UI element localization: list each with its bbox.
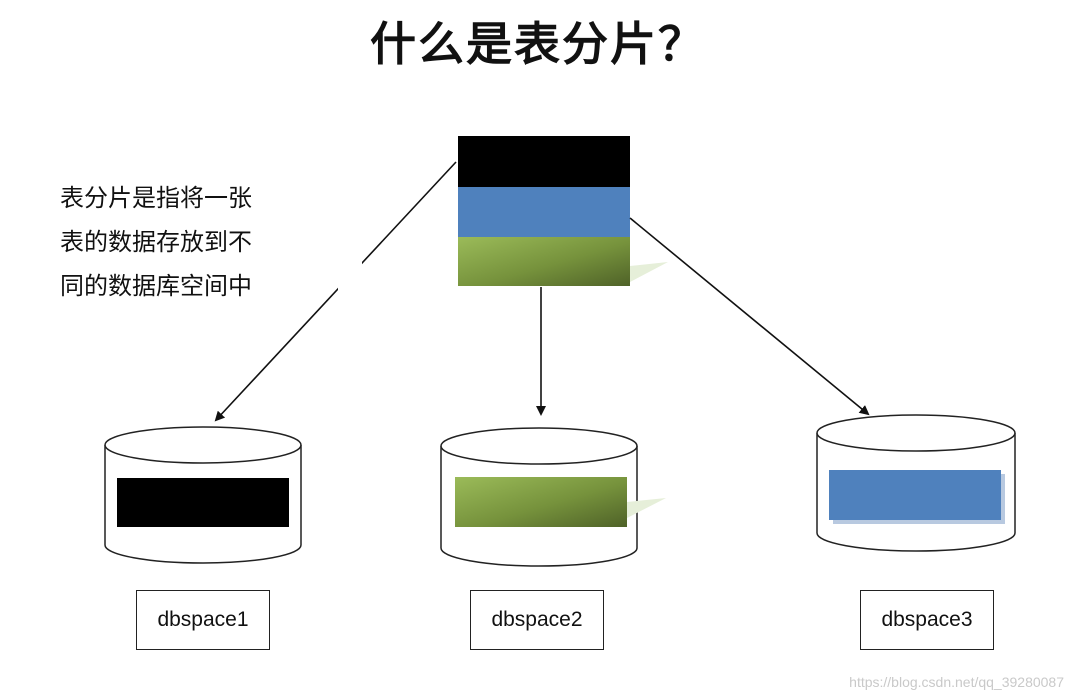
table-fragment-blue <box>458 187 630 237</box>
dbspace2-fragment-green <box>455 477 627 527</box>
table-fragment-green <box>458 237 630 286</box>
description-line-2: 表的数据存放到不 <box>60 228 252 256</box>
arrow-gap <box>338 258 362 298</box>
table-fragment-black <box>458 136 630 187</box>
dbspace2-cylinder <box>440 427 666 567</box>
arrow-to-dbspace3 <box>629 217 870 416</box>
dbspace3-fragment-blue <box>829 470 1001 520</box>
dbspace3-cylinder <box>816 414 1016 552</box>
page-title: 什么是表分片？ <box>370 17 706 71</box>
dbspace2-label: dbspace2 <box>470 590 604 650</box>
dbspace1-fragment-black <box>117 478 289 527</box>
description-line-1: 表分片是指将一张 <box>60 184 252 212</box>
table-fragment-shadow <box>630 262 668 282</box>
dbspace3-label: dbspace3 <box>860 590 994 650</box>
dbspace1-cylinder <box>104 426 302 564</box>
watermark: https://blog.csdn.net/qq_39280087 <box>849 674 1064 690</box>
description-line-3: 同的数据库空间中 <box>60 272 252 300</box>
arrow-to-dbspace1 <box>214 161 457 422</box>
dbspace2-fragment-shadow <box>627 498 666 518</box>
dbspace1-label: dbspace1 <box>136 590 270 650</box>
description-text: 表分片是指将一张 表的数据存放到不 同的数据库空间中 <box>60 176 290 308</box>
source-table <box>458 136 668 286</box>
